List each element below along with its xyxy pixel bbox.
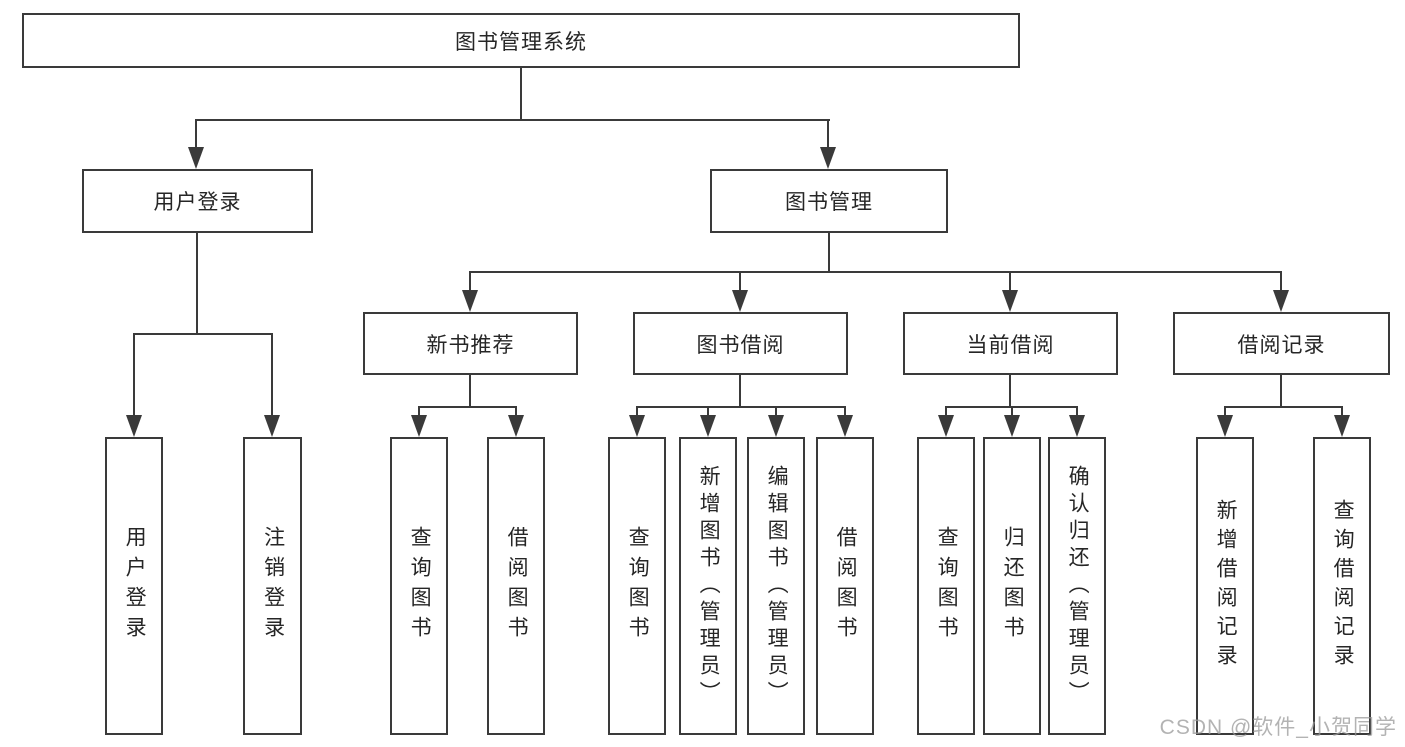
node-library-system-label: 图书管理系统 [455, 30, 587, 54]
arrowhead [411, 415, 427, 437]
connector-drop [636, 406, 638, 416]
arrowhead [1069, 415, 1085, 437]
leaf-query-books-borrow-label: 查询图书 [626, 526, 650, 646]
leaf-user-login: 用户登录 [105, 437, 163, 735]
node-new-book-recommend: 新书推荐 [363, 312, 578, 375]
leaf-logout-label: 注销登录 [261, 526, 285, 646]
node-book-management-label: 图书管理 [785, 191, 873, 214]
node-borrowing-records: 借阅记录 [1173, 312, 1390, 375]
leaf-add-borrow-record: 新增借阅记录 [1196, 437, 1254, 735]
arrowhead [629, 415, 645, 437]
connector-stem [828, 233, 830, 273]
connector-drop [1341, 406, 1343, 416]
leaf-return-book: 归还图书 [983, 437, 1041, 735]
leaf-borrow-books-label: 借阅图书 [834, 526, 858, 646]
arrowhead [126, 415, 142, 437]
connector-drop [775, 406, 777, 416]
leaf-query-books-current-label: 查询图书 [935, 526, 959, 646]
arrowhead [768, 415, 784, 437]
leaf-borrow-books: 借阅图书 [816, 437, 874, 735]
arrowhead [1217, 415, 1233, 437]
connector-drop [1009, 271, 1011, 291]
arrowhead [1002, 290, 1018, 312]
connector-stem [1280, 375, 1282, 408]
leaf-query-books-current: 查询图书 [917, 437, 975, 735]
connector-drop [1280, 271, 1282, 291]
leaf-query-borrow-record: 查询借阅记录 [1313, 437, 1371, 735]
connector-stem [469, 375, 471, 408]
arrowhead [264, 415, 280, 437]
connector-stem [520, 68, 522, 121]
node-borrowing-records-label: 借阅记录 [1237, 333, 1326, 357]
arrowhead [732, 290, 748, 312]
arrowhead [938, 415, 954, 437]
leaf-borrow-books-recommend: 借阅图书 [487, 437, 545, 735]
connector-drop [271, 333, 273, 415]
leaf-add-book-admin: 新增图书（管理员） [679, 437, 737, 735]
connector-drop [707, 406, 709, 416]
node-library-system: 图书管理系统 [22, 13, 1020, 68]
arrowhead [1273, 290, 1289, 312]
leaf-user-login-label: 用户登录 [123, 526, 147, 646]
leaf-borrow-books-recommend-label: 借阅图书 [505, 526, 529, 646]
node-current-borrowing-label: 当前借阅 [966, 333, 1055, 357]
connector-drop [945, 406, 947, 416]
leaf-query-borrow-record-label: 查询借阅记录 [1331, 499, 1355, 673]
node-current-borrowing: 当前借阅 [903, 312, 1118, 375]
leaf-logout: 注销登录 [243, 437, 302, 735]
connector-drop [195, 119, 197, 149]
leaf-edit-book-admin: 编辑图书（管理员） [747, 437, 805, 735]
leaf-add-borrow-record-label: 新增借阅记录 [1214, 499, 1238, 673]
leaf-return-book-label: 归还图书 [1001, 526, 1025, 646]
connector-drop [1011, 406, 1013, 416]
connector-bar [1224, 406, 1343, 408]
connector-bar [469, 271, 1282, 273]
leaf-query-books-recommend-label: 查询图书 [408, 526, 432, 646]
node-user-login: 用户登录 [82, 169, 313, 233]
connector-bar [195, 119, 830, 121]
connector-drop [1224, 406, 1226, 416]
node-book-borrowing-label: 图书借阅 [696, 333, 785, 357]
arrowhead [1334, 415, 1350, 437]
node-new-book-recommend-label: 新书推荐 [426, 333, 515, 357]
arrowhead [700, 415, 716, 437]
connector-drop [133, 333, 135, 415]
connector-drop [739, 271, 741, 291]
arrowhead [1004, 415, 1020, 437]
connector-drop [469, 271, 471, 291]
connector-stem [1009, 375, 1011, 408]
connector-drop [1076, 406, 1078, 416]
arrowhead [508, 415, 524, 437]
connector-drop [827, 119, 829, 149]
leaf-edit-book-admin-label: 编辑图书（管理员） [765, 464, 789, 708]
node-user-login-label: 用户登录 [153, 191, 242, 214]
arrowhead [188, 147, 204, 169]
connector-stem [739, 375, 741, 408]
node-book-borrowing: 图书借阅 [633, 312, 848, 375]
leaf-query-books-borrow: 查询图书 [608, 437, 666, 735]
leaf-query-books-recommend: 查询图书 [390, 437, 448, 735]
arrowhead [462, 290, 478, 312]
node-book-management: 图书管理 [710, 169, 948, 233]
connector-bar [418, 406, 517, 408]
leaf-add-book-admin-label: 新增图书（管理员） [697, 464, 721, 708]
leaf-confirm-return-admin-label: 确认归还（管理员） [1066, 464, 1090, 708]
connector-bar [636, 406, 846, 408]
watermark: CSDN @软件_小贺同学 [1159, 716, 1397, 739]
connector-drop [844, 406, 846, 416]
arrowhead [837, 415, 853, 437]
connector-bar [133, 333, 273, 335]
connector-drop [418, 406, 420, 416]
leaf-confirm-return-admin: 确认归还（管理员） [1048, 437, 1106, 735]
connector-drop [515, 406, 517, 416]
arrowhead [820, 147, 836, 169]
connector-stem [196, 233, 198, 335]
